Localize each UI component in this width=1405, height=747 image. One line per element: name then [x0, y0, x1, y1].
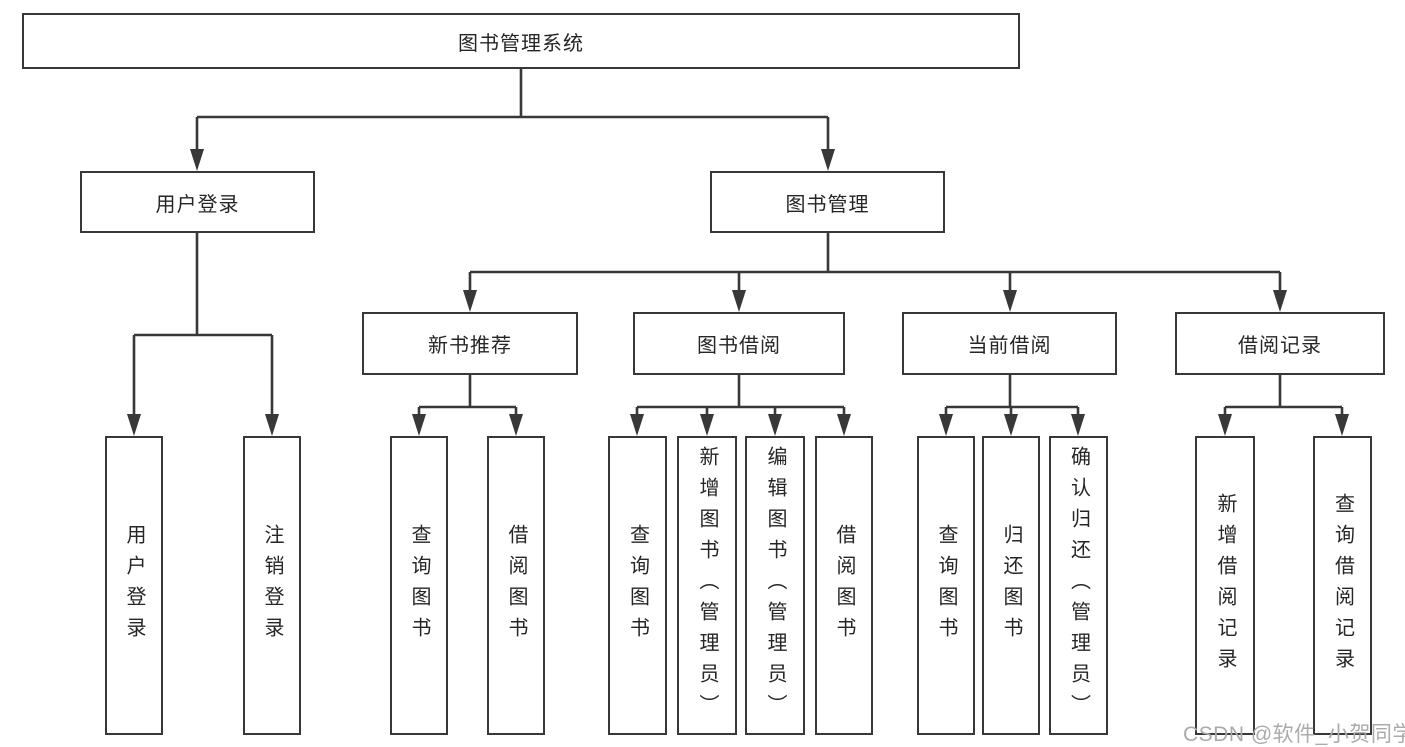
leaf-query-books-2: 查询图书: [608, 436, 667, 735]
node-book-borrowing: 图书借阅: [633, 312, 845, 375]
node-current-borrowing: 当前借阅: [902, 312, 1117, 375]
leaf-user-login-label: 用户登录: [123, 523, 145, 648]
leaf-logout-login: 注销登录: [243, 436, 301, 735]
leaf-return-books: 归还图书: [982, 436, 1040, 735]
leaf-query-books-2-label: 查询图书: [626, 523, 649, 648]
leaf-query-books-3: 查询图书: [917, 436, 975, 735]
leaf-borrow-books-2-label: 借阅图书: [833, 523, 855, 648]
leaf-query-books-1-label: 查询图书: [408, 523, 430, 648]
leaf-user-login: 用户登录: [105, 436, 163, 735]
csdn-watermark: CSDN @软件_小贺同学: [1183, 723, 1405, 746]
leaf-query-books-3-label: 查询图书: [935, 523, 957, 648]
node-book-management: 图书管理: [710, 171, 945, 233]
leaf-query-borrow-record-label: 查询借阅记录: [1331, 492, 1354, 679]
leaf-edit-books-admin-label: 编辑图书（管理员）: [764, 446, 786, 725]
leaf-query-books-1: 查询图书: [390, 436, 448, 735]
leaf-edit-books-admin: 编辑图书（管理员）: [745, 436, 805, 735]
node-borrowing-records: 借阅记录: [1175, 312, 1385, 375]
node-new-book-recommendation: 新书推荐: [362, 312, 578, 375]
node-library-management-system: 图书管理系统: [22, 13, 1020, 69]
leaf-borrow-books-1-label: 借阅图书: [505, 523, 527, 648]
leaf-add-borrow-record-label: 新增借阅记录: [1214, 492, 1236, 679]
node-user-login: 用户登录: [80, 171, 315, 233]
leaf-borrow-books-1: 借阅图书: [487, 436, 545, 735]
leaf-confirm-return-admin-label: 确认归还（管理员）: [1067, 446, 1090, 725]
leaf-logout-login-label: 注销登录: [261, 523, 283, 648]
leaf-add-books-admin-label: 新增图书（管理员）: [696, 446, 718, 725]
leaf-borrow-books-2: 借阅图书: [815, 436, 873, 735]
leaf-query-borrow-record: 查询借阅记录: [1313, 436, 1372, 735]
leaf-add-borrow-record: 新增借阅记录: [1195, 436, 1255, 735]
leaf-confirm-return-admin: 确认归还（管理员）: [1049, 436, 1108, 735]
leaf-return-books-label: 归还图书: [1000, 523, 1022, 648]
leaf-add-books-admin: 新增图书（管理员）: [677, 436, 737, 735]
